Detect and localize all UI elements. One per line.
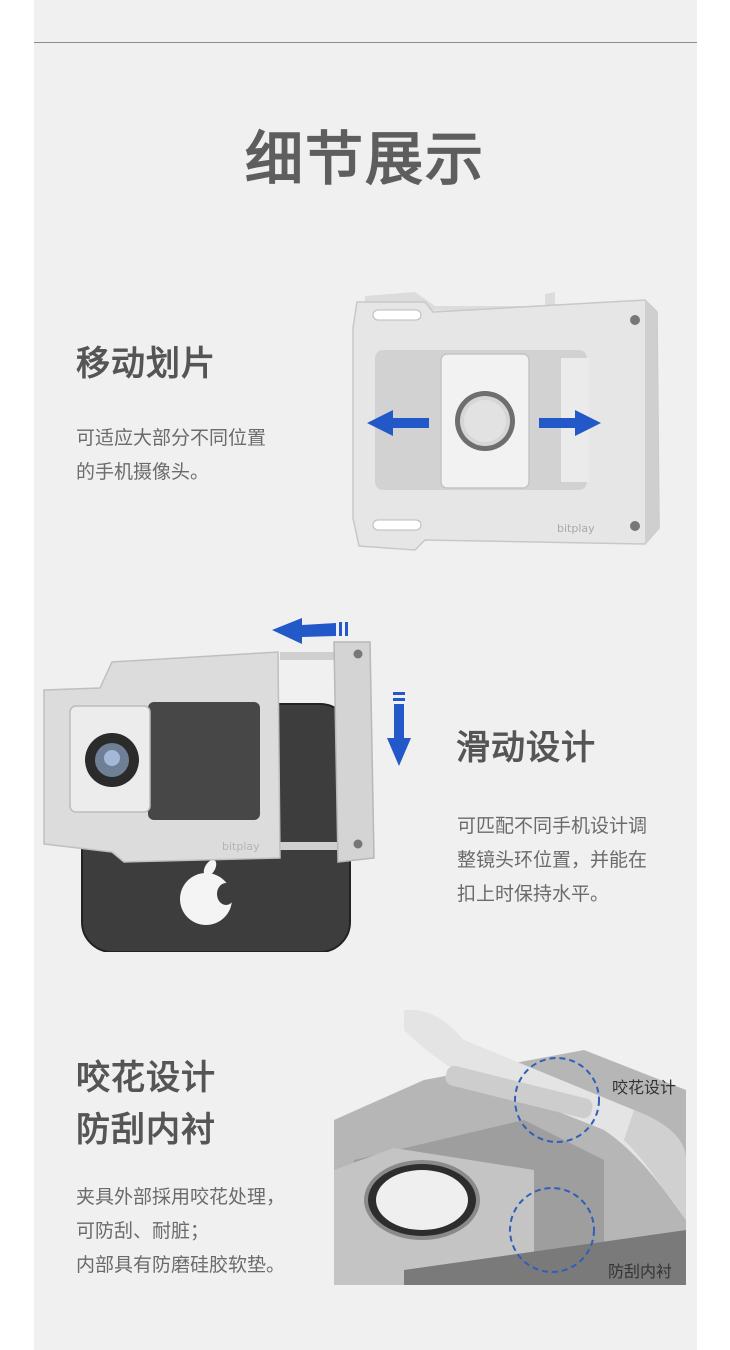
callout-texture: 咬花设计 [612, 1078, 677, 1097]
arrow-down-icon [387, 692, 411, 766]
apple-logo-icon [180, 859, 235, 925]
desc-line: 内部具有防磨硅胶软垫。 [76, 1254, 286, 1276]
title-line: 防刮内衬 [76, 1110, 216, 1150]
top-divider [34, 42, 697, 43]
section-desc-sliding-plate: 可适应大部分不同位置 的手机摄像头。 [76, 421, 266, 489]
product-image-sliding-clip: bitplay [352, 292, 660, 551]
desc-line: 夹具外部採用咬花处理， [76, 1186, 286, 1208]
page-title: 细节展示 [244, 125, 485, 193]
section-title-sliding-plate: 移动划片 [76, 344, 216, 384]
title-line: 咬花设计 [76, 1058, 216, 1098]
section-title-slide-design: 滑动设计 [456, 728, 596, 768]
desc-line: 整镜头环位置，并能在 [457, 849, 648, 871]
section-desc-texture-lining: 夹具外部採用咬花处理， 可防刮、耐脏； 内部具有防磨硅胶软垫。 [76, 1180, 285, 1282]
brand-mark: bitplay [557, 522, 595, 535]
desc-line: 可适应大部分不同位置 [76, 427, 267, 449]
arrow-left-icon [272, 618, 348, 644]
arrow-right-icon [539, 410, 601, 436]
product-image-closeup [334, 1010, 686, 1285]
brand-mark: bitplay [222, 840, 260, 853]
section-desc-slide-design: 可匹配不同手机设计调 整镜头环位置，并能在 扣上时保持水平。 [457, 809, 647, 911]
desc-line: 扣上时保持水平。 [457, 883, 610, 905]
section-title-texture-lining: 咬花设计 防刮内衬 [76, 1052, 216, 1156]
arrow-left-icon [367, 410, 429, 436]
desc-line: 可匹配不同手机设计调 [457, 815, 648, 837]
desc-line: 可防刮、耐脏； [76, 1220, 210, 1242]
desc-line: 的手机摄像头。 [76, 461, 210, 483]
product-image-phone-clip: bitplay [43, 618, 375, 952]
callout-lining: 防刮内衬 [608, 1262, 673, 1281]
